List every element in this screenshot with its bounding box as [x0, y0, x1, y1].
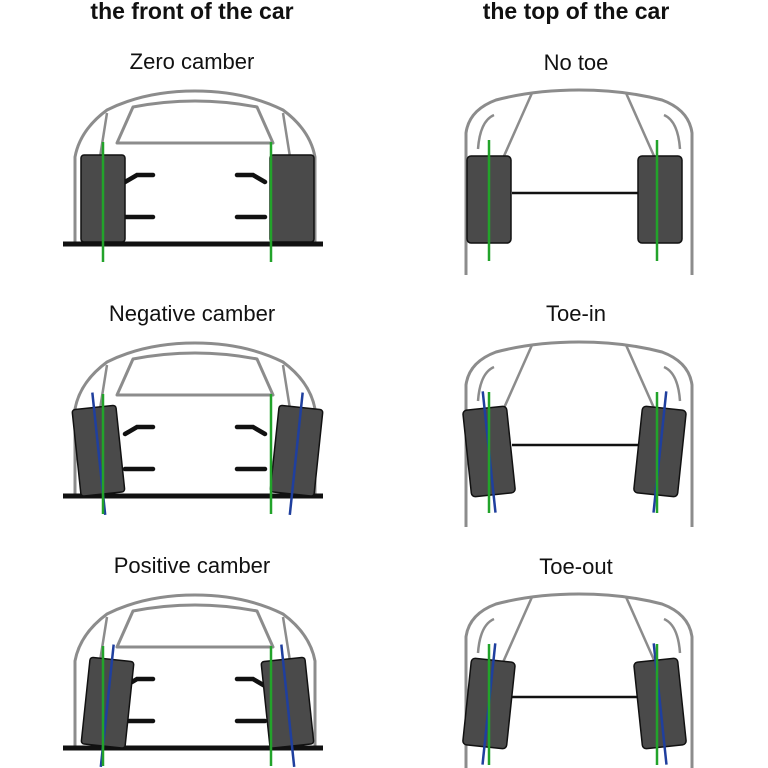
- suspension-arms: [122, 172, 268, 220]
- positive-camber-diagram: [63, 593, 323, 768]
- no-toe-title: No toe: [543, 50, 609, 75]
- car-top-outline: [464, 592, 694, 768]
- roof-pillars: [98, 616, 292, 662]
- car-body-outline: [73, 593, 317, 747]
- negative-camber-title: Negative camber: [108, 301, 276, 326]
- car-top-outline: [464, 88, 694, 275]
- wheel-axis-line-right: [288, 392, 304, 516]
- car-body-outline: [73, 89, 317, 243]
- wheel-wells: [476, 365, 682, 402]
- wheel-wells: [476, 113, 682, 150]
- toe-in-title: Toe-in: [546, 301, 606, 326]
- zero-camber-title: Zero camber: [129, 49, 255, 74]
- car-body-outline: [73, 341, 317, 495]
- tire-right: [633, 643, 687, 765]
- windshield: [115, 99, 275, 145]
- positive-camber-title: Positive camber: [113, 553, 271, 578]
- tire-right: [260, 644, 315, 768]
- negative-camber-diagram: [63, 341, 324, 516]
- windshield-edges: [498, 344, 660, 418]
- windshield-edges: [498, 92, 660, 166]
- tire-right-body: [637, 155, 683, 244]
- roof-pillars: [98, 112, 292, 158]
- suspension-arms: [122, 424, 268, 472]
- tire-right: [637, 155, 683, 244]
- tire-right: [269, 392, 324, 516]
- wheel-wells: [476, 617, 682, 654]
- car-top-outline: [464, 340, 694, 527]
- top-view-heading: the top of the car: [482, 0, 670, 24]
- zero-camber-diagram: [63, 89, 323, 262]
- wheel-axis-line-right: [280, 644, 296, 768]
- tire-right-body: [269, 154, 315, 243]
- roof-pillars: [98, 364, 292, 410]
- tire-right: [269, 154, 315, 243]
- toe-in-diagram: [462, 340, 694, 527]
- wheel-axis-line-right: [652, 391, 668, 513]
- tire-left: [80, 644, 135, 768]
- windshield: [115, 603, 275, 649]
- suspension-arms: [122, 676, 268, 724]
- windshield-edges: [498, 596, 660, 670]
- front-view-heading: the front of the car: [90, 0, 294, 24]
- windshield: [115, 351, 275, 397]
- tire-right: [633, 391, 687, 513]
- no-toe-diagram: [464, 88, 694, 275]
- toe-out-title: Toe-out: [539, 554, 613, 579]
- toe-out-diagram: [462, 592, 694, 768]
